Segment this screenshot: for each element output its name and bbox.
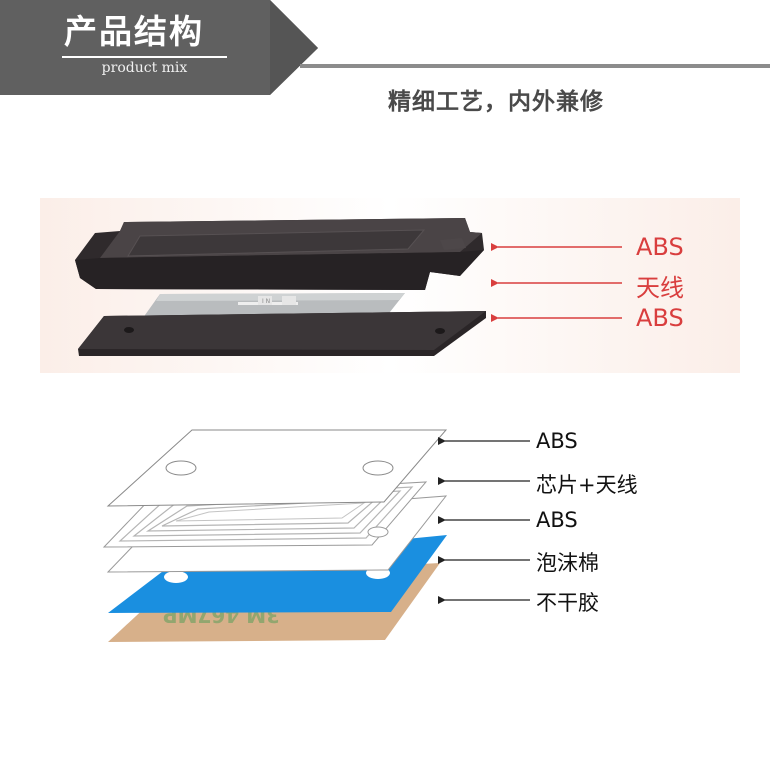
label-top-abs: ABS	[636, 233, 684, 261]
label-layer-abs-top: ABS	[536, 429, 578, 453]
abs-base-plate	[78, 311, 486, 356]
label-bottom-abs: ABS	[636, 304, 684, 332]
header-banner: 产品结构 product mix	[0, 0, 770, 100]
title-underline	[62, 56, 227, 58]
header-shape	[0, 0, 770, 95]
abs-top-sheet	[106, 429, 448, 507]
label-layer-adhesive: 不干胶	[536, 591, 599, 615]
label-layer-chip-antenna: 芯片+天线	[536, 473, 638, 497]
slogan: 精细工艺，内外兼修	[388, 89, 604, 115]
page-subtitle: product mix	[101, 60, 188, 76]
label-antenna: 天线	[636, 274, 684, 302]
abs-top-shell	[75, 218, 484, 290]
label-layer-foam: 泡沫棉	[536, 551, 599, 575]
page-title: 产品结构	[64, 12, 204, 51]
layer-label-arrows	[438, 437, 530, 604]
antenna-chip-marking: I N	[262, 298, 270, 305]
top-label-arrows	[491, 243, 622, 322]
label-layer-abs-mid: ABS	[536, 508, 578, 532]
